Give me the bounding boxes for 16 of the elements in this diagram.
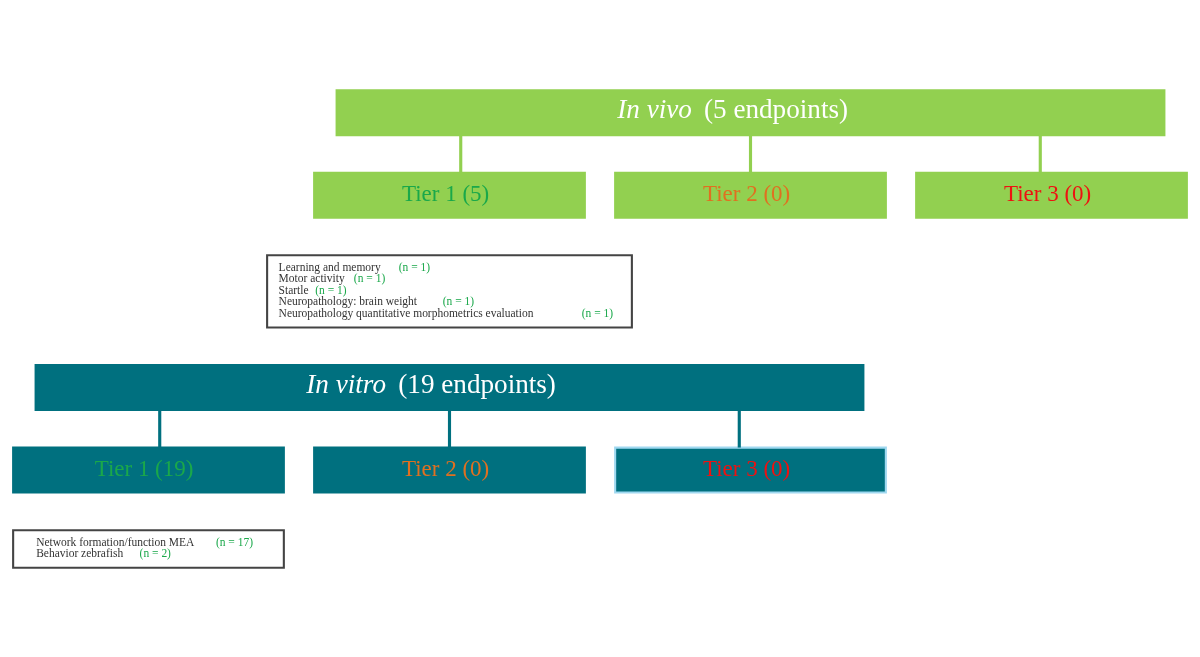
connector <box>447 409 452 448</box>
node-box: Learning and memory (n = 1) Motor activity (n = 1) Startle (n = 1) Neuropathology: brain weight (n = 1) Neuropathology quantitative morphometrics evaluation (n = 1) <box>266 253 633 328</box>
node-box: Tier 3 (0) <box>614 446 887 494</box>
node-box: In vivo (5 endpoints) <box>335 88 1166 136</box>
node-box: Tier 1 (19) <box>12 446 285 494</box>
connector <box>459 134 463 173</box>
connector <box>748 134 753 173</box>
node-box: In vitro (19 endpoints) <box>34 363 865 411</box>
connector <box>1038 134 1042 173</box>
node-box: Tier 3 (0) <box>915 171 1188 219</box>
connector <box>737 409 741 448</box>
node-box: Network formation/function MEA (n = 17) Behavior zebrafish (n = 2) <box>12 528 285 569</box>
node-box: Tier 2 (0) <box>614 171 887 219</box>
node-box: Tier 1 (5) <box>313 171 586 219</box>
connector <box>158 409 162 448</box>
node-box: Tier 2 (0) <box>313 446 586 494</box>
